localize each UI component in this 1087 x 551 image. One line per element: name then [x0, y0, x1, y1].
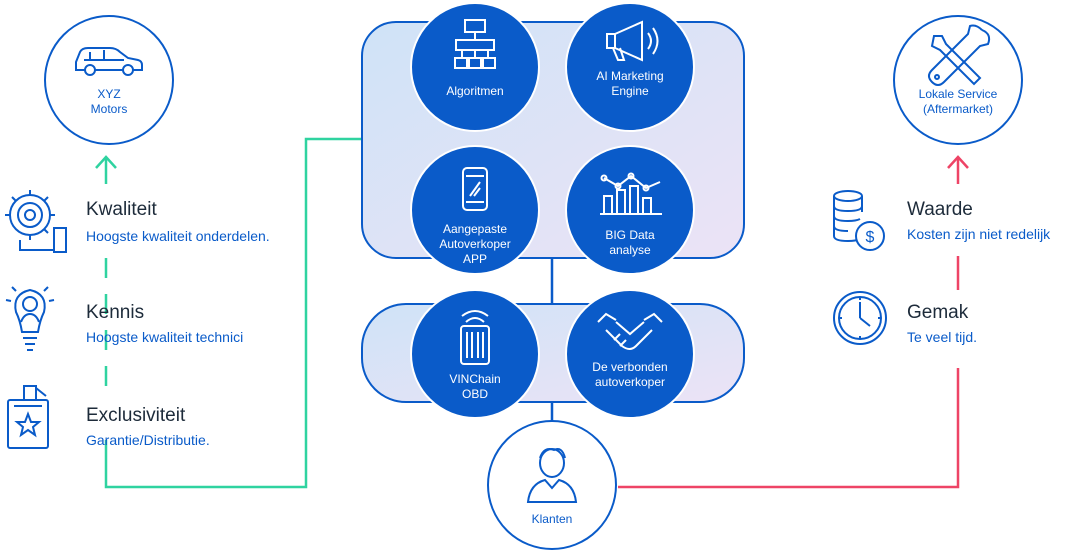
kennis-subtitle: Hoogste kwaliteit technici [86, 329, 244, 345]
kwaliteit-title: Kwaliteit [86, 199, 157, 220]
waarde-title: Waarde [907, 199, 973, 220]
green-connector [104, 137, 362, 489]
algoritmen-label: Algoritmen [446, 84, 504, 98]
coins-dollar-icon: $ [833, 190, 885, 251]
obd-device-icon [460, 310, 490, 365]
clock-icon [833, 291, 887, 345]
verbonden-node [565, 289, 695, 419]
user-icon [526, 448, 578, 503]
waarde-subtitle: Kosten zijn niet redelijk [907, 226, 1051, 242]
bar-chart-icon [600, 172, 662, 215]
ai-marketing-node [565, 2, 695, 132]
smartphone-icon [462, 167, 488, 211]
badge-star-icon [7, 385, 49, 449]
up-arrow-pink [947, 155, 969, 184]
gemak-title: Gemak [907, 302, 969, 323]
pink-connector [618, 368, 960, 489]
xyz-motors-label: XYZ Motors [90, 87, 128, 116]
klanten-node [487, 420, 617, 550]
megaphone-icon [606, 20, 659, 62]
exclusiviteit-subtitle: Garantie/Distributie. [86, 432, 210, 448]
vinchain-label: VINChain OBD [449, 372, 501, 401]
gear-hand-icon [5, 190, 67, 253]
verbonden-label: De verbonden autoverkoper [592, 360, 668, 389]
up-arrow-green [95, 155, 117, 184]
handshake-icon [597, 312, 663, 350]
kennis-title: Kennis [86, 302, 145, 323]
lokale-service-node [893, 15, 1023, 145]
ai-marketing-label: AI Marketing Engine [596, 69, 664, 98]
svg-text:$: $ [866, 229, 875, 246]
gemak-subtitle: Te veel tijd. [907, 329, 978, 345]
lightbulb-person-icon [5, 286, 55, 351]
kwaliteit-subtitle: Hoogste kwaliteit onderdelen. [86, 228, 270, 244]
flowchart-icon [454, 19, 496, 69]
lokale-service-label: Lokale Service (Aftermarket) [918, 87, 998, 116]
wrench-screwdriver-icon [928, 24, 991, 86]
klanten-label: Klanten [531, 512, 573, 526]
xyz-motors-node [44, 15, 174, 145]
big-data-label: BIG Data analyse [605, 228, 655, 257]
car-icon [75, 47, 143, 76]
exclusiviteit-title: Exclusiviteit [86, 405, 186, 426]
vinchain-node [410, 289, 540, 419]
autoverkoper-app-label: Aangepaste Autoverkoper APP [439, 222, 511, 266]
